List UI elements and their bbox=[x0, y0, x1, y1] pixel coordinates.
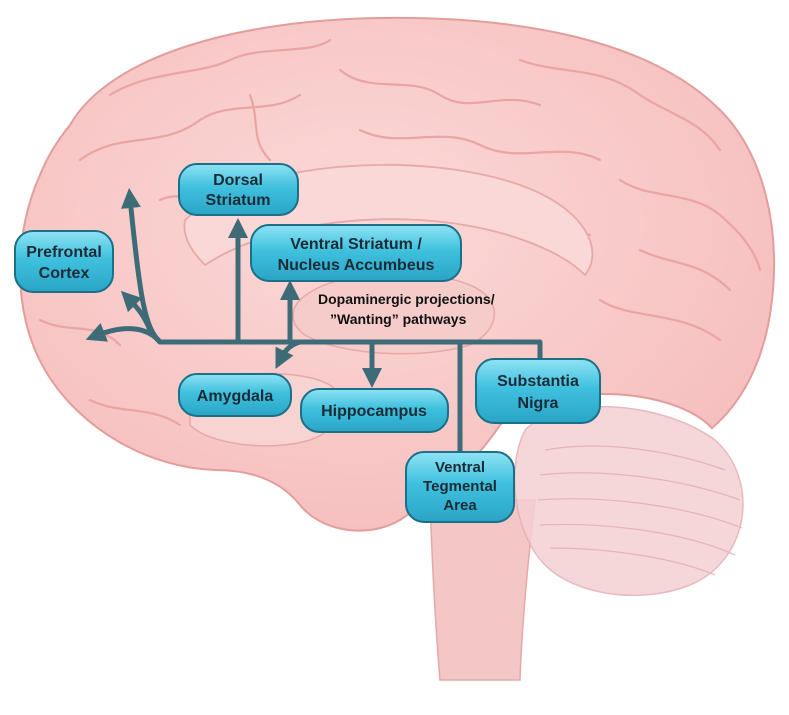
cerebellum bbox=[513, 405, 744, 597]
label-prefrontal-cortex: Prefrontal Cortex bbox=[14, 230, 114, 293]
pathway-to-prefrontal-mid bbox=[120, 290, 153, 333]
label-ventral-tegmental-area: Ventral Tegmental Area bbox=[405, 451, 515, 523]
label-hippocampus-text: Hippocampus bbox=[321, 403, 427, 420]
label-vta-line-1: Ventral bbox=[435, 459, 485, 476]
annotation-line-1: Dopaminergic projections/ bbox=[318, 291, 495, 307]
label-amygdala-text: Amygdala bbox=[197, 388, 274, 405]
label-vta-line-2: Tegmental bbox=[423, 478, 497, 495]
pathway-annotation: Dopaminergic projections/ ”Wanting” path… bbox=[318, 291, 495, 327]
label-prefrontal-cortex-line-2: Cortex bbox=[39, 265, 90, 282]
pathway-to-prefrontal-lower bbox=[85, 323, 163, 345]
label-ventral-striatum: Ventral Striatum / Nucleus Accumbeus bbox=[250, 224, 462, 282]
label-substantia-nigra-line-1: Substantia bbox=[497, 373, 579, 390]
label-dorsal-striatum-line-1: Dorsal bbox=[213, 172, 263, 189]
label-substantia-nigra: Substantia Nigra bbox=[475, 358, 601, 424]
label-dorsal-striatum: Dorsal Striatum bbox=[178, 163, 299, 216]
label-substantia-nigra-line-2: Nigra bbox=[518, 395, 559, 412]
cerebellum-folds bbox=[537, 445, 743, 576]
label-ventral-striatum-line-1: Ventral Striatum / bbox=[290, 236, 422, 253]
label-dorsal-striatum-line-2: Striatum bbox=[206, 192, 271, 209]
label-hippocampus: Hippocampus bbox=[300, 388, 449, 433]
label-prefrontal-cortex-line-1: Prefrontal bbox=[26, 244, 102, 261]
label-amygdala: Amygdala bbox=[178, 373, 292, 417]
brain-stem bbox=[429, 499, 536, 681]
annotation-line-2: ”Wanting” pathways bbox=[330, 311, 467, 327]
label-ventral-striatum-line-2: Nucleus Accumbeus bbox=[278, 257, 435, 274]
label-vta-line-3: Area bbox=[443, 497, 477, 514]
pathway-to-amygdala bbox=[275, 339, 303, 369]
